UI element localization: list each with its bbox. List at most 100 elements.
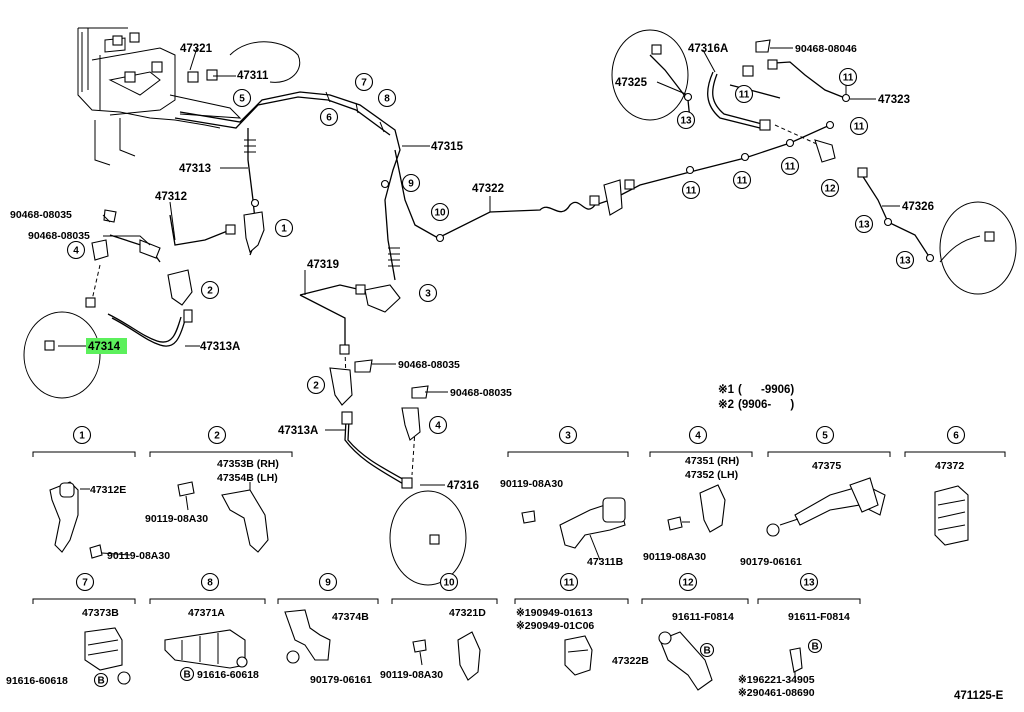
marker-12: 12: [824, 184, 836, 195]
p11-label-90949-01613: ※190949-01613: [516, 607, 593, 619]
marker-11: 11: [843, 73, 854, 84]
marker-4-circle: [428, 415, 448, 435]
p1-label-90119-b: 90119-08A30: [107, 550, 170, 562]
p4-label-47351: 47351 (RH): [685, 455, 739, 467]
panel-labels: 47312E 90119-08A30 90119-08A30 47353B (R…: [6, 455, 964, 699]
marker-9: 9: [325, 578, 331, 589]
callout-47312: 47312: [155, 191, 187, 203]
p13-label-96221: ※196221-34905: [738, 674, 815, 686]
model-notes: ※1 ( -9906) ※2 (9906- ): [718, 383, 794, 411]
p9-label-90179: 90179-06161: [310, 674, 372, 686]
p5-label-90179: 90179-06161: [740, 556, 802, 568]
marker-4: 4: [435, 421, 441, 432]
highlight-47314: [86, 338, 127, 354]
marker-11-circle: [849, 116, 869, 136]
p7-b-badge: B: [98, 676, 105, 687]
marker-2: 2: [214, 431, 220, 442]
p2-label-47353b: 47353B (RH): [217, 458, 279, 470]
note-1-mark: ※1: [718, 383, 735, 396]
front-brake-tubes: [107, 54, 931, 486]
front-wheel-circle-left: [23, 311, 101, 399]
rear-wheel-circle-front: [389, 490, 467, 586]
callout-leader-lines: [58, 47, 900, 486]
fittings: [44, 32, 995, 545]
marker-6: 6: [326, 113, 332, 124]
detail-panels-row-1: [32, 451, 1006, 561]
marker-10-circle: [439, 572, 459, 592]
p6-label-47372: 47372: [935, 460, 964, 472]
marker-7: 7: [82, 578, 88, 589]
rear-wheel-circle-upper: [611, 29, 689, 121]
marker-13-circle: [895, 250, 915, 270]
p13-b-badge: B: [812, 642, 819, 653]
marker-12-circle: [820, 178, 840, 198]
marker-11: 11: [739, 90, 750, 101]
marker-6-circle: [946, 425, 966, 445]
note-2-mark: ※2: [718, 398, 734, 411]
marker-13: 13: [899, 256, 911, 267]
p3-label-90119: 90119-08A30: [500, 478, 563, 490]
note-1-text: ( -9906): [738, 384, 794, 396]
dashed-leader-lines: [91, 124, 831, 476]
marker-2-circle: [200, 280, 220, 300]
p8-label-47371a: 47371A: [188, 607, 225, 619]
p7-label-91616: 91616-60618: [6, 675, 68, 687]
p13-label-90461: ※290461-08690: [738, 687, 815, 699]
p3-label-47311b: 47311B: [587, 556, 624, 568]
p12-b-badge: B: [704, 646, 711, 657]
marker-13-circle: [799, 572, 819, 592]
callout-47326: 47326: [902, 201, 934, 213]
callout-47319: 47319: [307, 259, 339, 271]
callout-labels: 47321 47311 4 7 3 13 47312 90468-08035 9046…: [10, 43, 934, 492]
marker-7-circle: [354, 72, 374, 92]
marker-8: 8: [384, 94, 390, 105]
marker-9-circle: [318, 572, 338, 592]
callout-90468-08035-a: 90468-08035: [10, 209, 72, 221]
p4-label-47352: 47352 (LH): [685, 469, 738, 481]
marker-10: 10: [434, 208, 446, 219]
callout-47315: 47315: [431, 141, 464, 153]
callout-47316: 47316: [447, 480, 479, 492]
p8-b-badge: B: [184, 670, 191, 681]
marker-7: 7: [361, 78, 367, 89]
marker-2: 2: [313, 381, 319, 392]
p8-label-91616: 91616-60618: [197, 669, 259, 681]
p13-label-91611: 91611-F0814: [788, 611, 850, 623]
p12-label-91611: 91611-F0814: [672, 611, 734, 623]
marker-11-circle: [732, 170, 752, 190]
marker-11-circle: [681, 180, 701, 200]
marker-11-circle: [559, 572, 579, 592]
b-badges: B B B B: [93, 638, 823, 688]
callout-47314: 47314: [88, 341, 121, 353]
marker-5-circle: [232, 88, 252, 108]
marker-1-circle: [72, 425, 92, 445]
callout-47321: 47321: [180, 43, 213, 55]
marker-12: 12: [682, 578, 694, 589]
marker-13: 13: [680, 116, 692, 127]
note-2-text: (9906- ): [738, 399, 794, 411]
marker-12-circle: [678, 572, 698, 592]
marker-6: 6: [953, 431, 959, 442]
marker-3: 3: [565, 431, 571, 442]
p10-label-47321d: 47321D: [449, 607, 486, 619]
marker-4: 4: [695, 431, 701, 442]
marker-13: 13: [803, 578, 815, 589]
figure-code: 471125-E: [954, 690, 1004, 702]
callout-90468-08046: 90468-08046: [795, 43, 857, 55]
marker-4-circle: [688, 425, 708, 445]
marker-5-circle: [815, 425, 835, 445]
detail-panels-row-2: [32, 598, 861, 691]
marker-4-circle: [66, 240, 86, 260]
marker-1: 1: [281, 224, 287, 235]
callout-47311: 47311: [237, 70, 269, 82]
marker-11-circle: [838, 67, 858, 87]
marker-9-circle: [401, 173, 421, 193]
marker-5: 5: [239, 94, 245, 105]
marker-10: 10: [443, 578, 455, 589]
marker-6-circle: [319, 107, 339, 127]
p4-label-90119: 90119-08A30: [643, 551, 706, 563]
callout-90468-08035-d: 90468-08035: [450, 387, 512, 399]
marker-11-circle: [780, 156, 800, 176]
